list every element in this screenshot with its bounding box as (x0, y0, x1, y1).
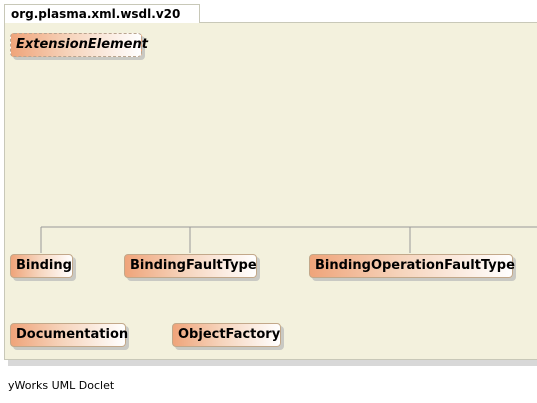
class-binding-operation-fault-type-label: BindingOperationFaultType (315, 258, 515, 273)
class-object-factory-label: ObjectFactory (178, 327, 281, 342)
class-documentation-label: Documentation (16, 327, 129, 342)
class-binding-operation-fault-type[interactable]: BindingOperationFaultType (309, 254, 515, 278)
footer-credit: yWorks UML Doclet (8, 379, 115, 392)
class-binding-fault-type[interactable]: BindingFaultType (124, 254, 257, 278)
class-binding-label: Binding (16, 258, 72, 273)
package-body (4, 22, 537, 360)
class-extension-element-label: ExtensionElement (16, 37, 148, 52)
class-object-factory[interactable]: ObjectFactory (172, 323, 281, 347)
package-tab: org.plasma.xml.wsdl.v20 (4, 4, 200, 23)
package-name: org.plasma.xml.wsdl.v20 (11, 7, 181, 21)
class-extension-element[interactable]: ExtensionElement (10, 33, 148, 57)
class-documentation[interactable]: Documentation (10, 323, 129, 347)
class-binding-fault-type-label: BindingFaultType (130, 258, 257, 273)
class-binding[interactable]: Binding (10, 254, 73, 278)
